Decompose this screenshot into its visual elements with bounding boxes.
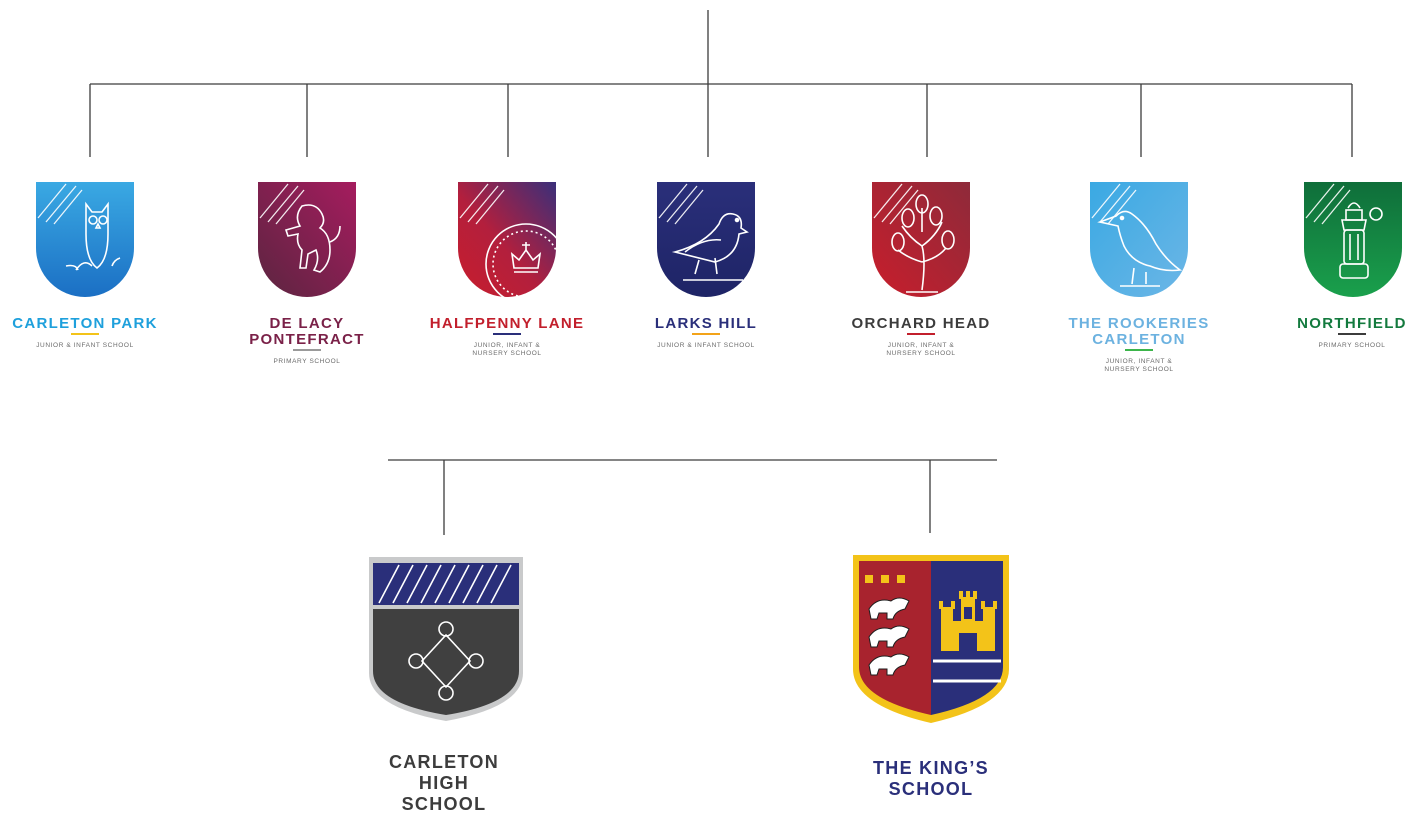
school-label: CARLETON PARK JUNIOR & INFANT SCHOOL	[12, 315, 158, 349]
school-name: THE KING’S	[873, 758, 989, 778]
owl-icon	[65, 201, 121, 271]
school-type: PRIMARY SCHOOL	[273, 358, 340, 365]
school-type: JUNIOR, INFANT &	[474, 342, 541, 349]
school-name: PONTEFRACT	[249, 331, 365, 348]
lion-icon	[284, 204, 341, 273]
shield-northfield	[1304, 182, 1402, 297]
school-name: CARLETON PARK	[12, 315, 158, 332]
shield-carleton-park	[36, 182, 134, 297]
school-label: NORTHFIELD PRIMARY SCHOOL	[1297, 315, 1407, 349]
school-type: NURSERY SCHOOL	[886, 350, 955, 357]
school-label: ORCHARD HEAD JUNIOR, INFANT &NURSERY SCHO…	[852, 315, 991, 357]
coin-crown-icon	[485, 223, 567, 305]
tree-icon	[891, 194, 955, 293]
school-name: SCHOOL	[889, 779, 974, 799]
bird-icon	[671, 212, 749, 281]
school-name: DE LACY	[270, 315, 345, 332]
lantern-icon	[1339, 202, 1383, 279]
school-label: LARKS HILL JUNIOR & INFANT SCHOOL	[655, 315, 757, 349]
school-name: NORTHFIELD	[1297, 315, 1407, 332]
school-type: JUNIOR & INFANT SCHOOL	[657, 342, 755, 349]
shield-halfpenny-lane	[458, 182, 567, 305]
school-name: THE ROOKERIES	[1068, 315, 1209, 332]
school-type: NURSERY SCHOOL	[472, 350, 541, 357]
shield-carleton-high	[369, 557, 523, 721]
school-name: SCHOOL	[402, 794, 487, 814]
school-name: CARLETON	[1092, 331, 1185, 348]
school-label: HALFPENNY LANE JUNIOR, INFANT &NURSERY SC…	[430, 315, 585, 357]
knot-icon	[408, 621, 484, 701]
shield-de-lacy	[258, 182, 356, 297]
school-name: CARLETON	[389, 752, 499, 772]
school-type: JUNIOR & INFANT SCHOOL	[36, 342, 134, 349]
school-type: JUNIOR, INFANT &	[1106, 358, 1173, 365]
school-name: HALFPENNY LANE	[430, 315, 585, 332]
shield-larks-hill	[657, 182, 755, 297]
school-name: HIGH	[419, 773, 469, 793]
school-type: JUNIOR, INFANT &	[888, 342, 955, 349]
rook-icon	[1097, 210, 1183, 287]
shield-orchard-head	[872, 182, 970, 297]
shield-rookeries	[1090, 182, 1188, 297]
school-type: PRIMARY SCHOOL	[1318, 342, 1385, 349]
school-type: NURSERY SCHOOL	[1104, 366, 1173, 373]
school-name: ORCHARD HEAD	[852, 315, 991, 332]
lions-castle-icon	[868, 591, 997, 676]
shield-kings-school	[853, 555, 1009, 723]
connector-lines	[89, 10, 1353, 535]
school-name: LARKS HILL	[655, 315, 757, 332]
